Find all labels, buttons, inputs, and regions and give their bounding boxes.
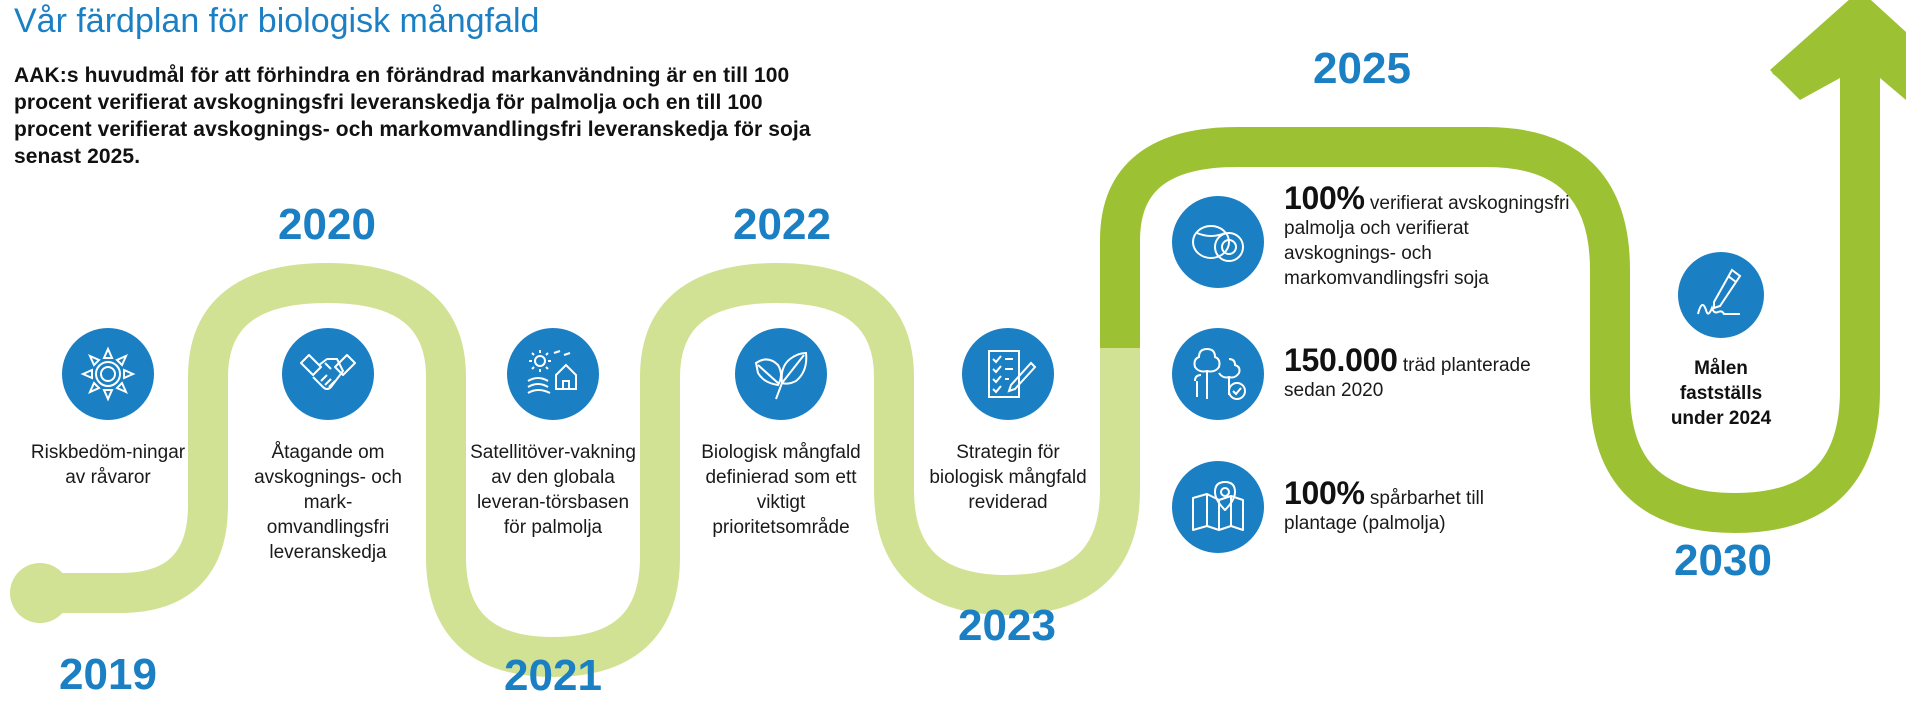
step-1-icon-circle [62,328,154,420]
step-3-text: Satellitöver-vakning av den globala leve… [470,442,636,538]
satellite-house-icon [527,350,577,394]
goal-icon-circle [1678,252,1764,338]
palm-fruit-icon [1192,225,1244,262]
fact-2-value: 150.000 [1284,342,1398,378]
map-pin-icon [1192,481,1244,531]
goal-text: Målen fastställs under 2024 [1670,358,1772,429]
year-2030: 2030 [1674,536,1772,585]
fact-2-icon-circle [1172,328,1264,420]
arrow-left-wing [1772,0,1880,96]
checklist-pen-icon [988,350,1037,398]
step-1-text: Riskbedöm-ningar av råvaror [30,442,186,488]
step-3-icon-circle [507,328,599,420]
fact-1-value: 100% [1284,180,1365,216]
page-title: Vår färdplan för biologisk mångfald [14,2,540,40]
year-2022: 2022 [733,200,831,249]
signature-pen-icon [1697,268,1742,315]
step-2-icon-circle [282,328,374,420]
trees-icon [1193,347,1246,400]
fact-1-text: 100% verifierat avskogningsfri palmolja … [1284,182,1574,291]
step-4-text: Biologisk mångfald definierad som ett vi… [701,442,861,538]
intro-text: AAK:s huvudmål för att förhindra en förä… [14,64,811,168]
timeline-path-light [40,262,1140,678]
leaves-icon [754,351,808,400]
timeline-start-dot [10,563,70,623]
handshake-icon [300,354,356,390]
step-4-icon-circle [735,328,827,420]
step-2-text: Åtagande om avskognings- och mark-omvand… [254,442,402,563]
timeline-path-dark [1100,80,1880,534]
year-2021: 2021 [504,651,602,700]
year-2020: 2020 [278,200,376,249]
fact-3-icon-circle [1172,461,1264,553]
fact-2-desc: träd planterade sedan 2020 [1284,355,1531,401]
year-2023: 2023 [958,601,1056,650]
step-5-text: Strategin för biologisk mångfald revider… [929,442,1087,513]
step-5-icon-circle [962,328,1054,420]
year-2025: 2025 [1313,44,1411,93]
fact-2-text: 150.000 träd planterade sedan 2020 [1284,344,1574,403]
sunflower-icon [80,346,136,402]
fact-3-text: 100% spårbarhet till plantage (palmolja) [1284,477,1544,536]
fact-3-desc: spårbarhet till plantage (palmolja) [1284,488,1484,534]
fact-3-value: 100% [1284,475,1365,511]
fact-1-desc: verifierat avskogningsfri palmolja och v… [1284,193,1570,289]
fact-1-icon-circle [1172,196,1264,288]
year-2019: 2019 [59,650,157,699]
